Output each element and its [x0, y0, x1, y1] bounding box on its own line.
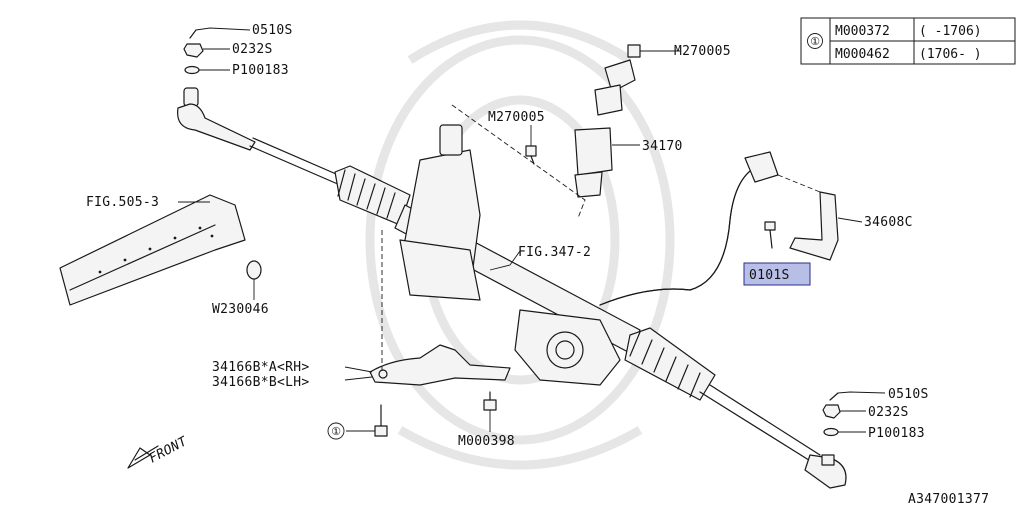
label-m000398: M000398 — [458, 434, 515, 449]
legend-code-2: M000462 — [835, 47, 890, 62]
circle1-marker — [327, 422, 345, 440]
leader-34608c — [837, 217, 863, 223]
label-fig505: FIG.505-3 — [86, 195, 159, 210]
frame-member[interactable] — [59, 194, 246, 306]
leader-0510s-b — [837, 391, 886, 394]
bellows-right-ribs — [629, 331, 701, 398]
bolt-m000398[interactable] — [483, 391, 497, 411]
tie-rod-end-left[interactable] — [177, 29, 256, 151]
front-arrow — [127, 445, 159, 469]
label-w230046: W230046 — [212, 302, 269, 317]
wiring-harness[interactable] — [599, 151, 779, 306]
label-0510s-b: 0510S — [888, 387, 929, 402]
label-0232s-a: 0232S — [232, 42, 273, 57]
legend-range-1: ( -1706) — [919, 24, 982, 39]
label-34608c: 34608C — [864, 215, 913, 230]
label-0510s-a: 0510S — [252, 23, 293, 38]
label-34170: 34170 — [642, 139, 683, 154]
legend-symbol: ① — [810, 35, 820, 48]
plug-w230046[interactable] — [246, 260, 262, 280]
dash-shaft — [451, 104, 586, 219]
steering-rack-assembly[interactable] — [249, 124, 821, 463]
label-p100183-b: P100183 — [868, 426, 925, 441]
highlight-0101s[interactable] — [743, 262, 811, 286]
diagram-id: A347001377 — [908, 492, 989, 507]
legend-range-2: (1706- ) — [919, 47, 982, 62]
label-p100183-a: P100183 — [232, 63, 289, 78]
label-fig347: FIG.347-2 — [518, 245, 591, 260]
bolt-0101s[interactable] — [764, 221, 776, 249]
tie-rod-end-right[interactable] — [804, 392, 847, 489]
leader-34166a — [344, 366, 373, 373]
leader-0510s-a — [195, 27, 251, 31]
bracket-34608c[interactable] — [789, 191, 839, 261]
frame-holes — [98, 226, 214, 274]
legend-code-1: M000372 — [835, 24, 890, 39]
label-0101s[interactable]: 0101S — [749, 268, 790, 283]
dash-harness-bracket — [777, 174, 821, 193]
label-circle1: ① — [331, 425, 341, 438]
label-34166b: 34166B*B<LH> — [212, 375, 310, 390]
watermark-emblem — [365, 20, 675, 470]
legend-table: ① M000372 ( -1706) M000462 (1706- ) — [800, 17, 1016, 65]
label-0232s-b: 0232S — [868, 405, 909, 420]
leader-34166b — [344, 376, 373, 381]
label-m270005-b: M270005 — [488, 110, 545, 125]
label-front: FRONT — [147, 434, 191, 467]
label-m270005-a: M270005 — [674, 44, 731, 59]
universal-joint-34170[interactable] — [574, 44, 641, 198]
label-34166a: 34166B*A<RH> — [212, 360, 310, 375]
bolt-circle1[interactable] — [374, 404, 388, 437]
leader-fig347 — [489, 250, 521, 271]
bellows-left-ribs — [337, 169, 396, 219]
